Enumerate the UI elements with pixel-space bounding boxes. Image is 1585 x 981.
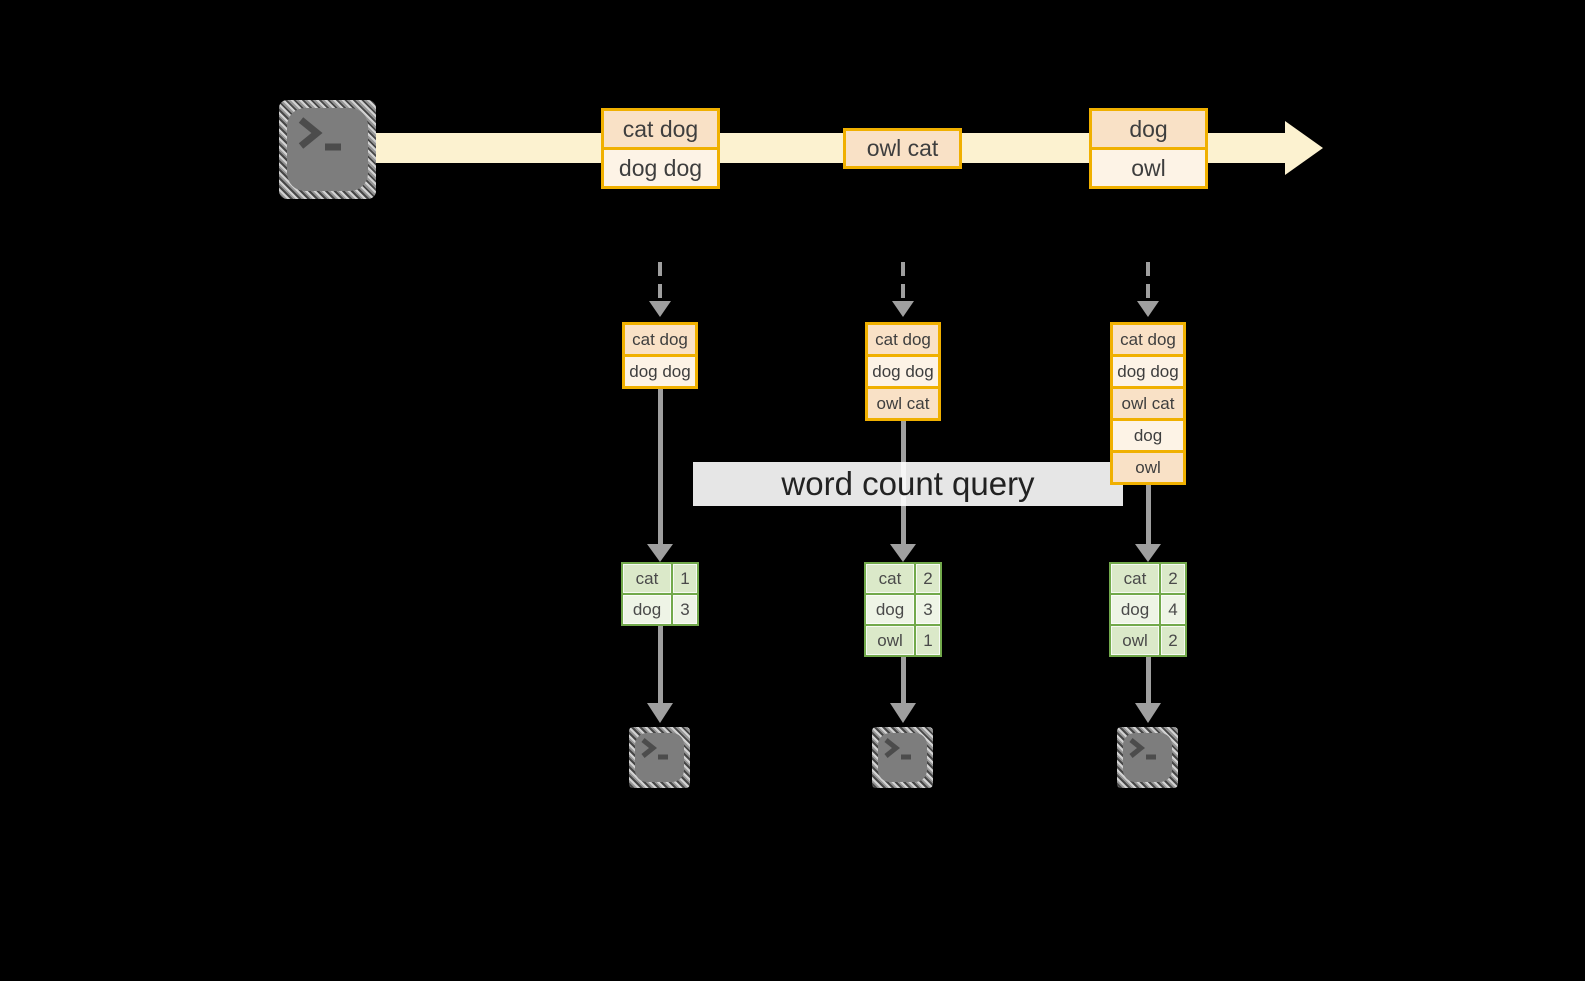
dashed-arrow-3 — [1146, 262, 1150, 300]
arrow-line — [1146, 657, 1151, 703]
dashed-arrowhead-icon — [649, 301, 671, 317]
stream-event-row: dog — [1092, 111, 1205, 147]
count-cell: 2 — [916, 564, 940, 593]
arrowhead-icon — [890, 703, 916, 723]
count-cell: 2 — [1161, 564, 1185, 593]
batch-row: dog — [1113, 418, 1183, 450]
stream-event-row: owl cat — [846, 131, 959, 166]
stream-event-row: cat dog — [604, 111, 717, 147]
stream-event-stack-3: dog owl — [1089, 108, 1208, 189]
arrow-line — [658, 626, 663, 703]
batch-row: dog dog — [625, 354, 695, 386]
batch-row: owl cat — [868, 386, 938, 418]
stream-event-stack-2: owl cat — [843, 128, 962, 169]
batch-row: cat dog — [625, 325, 695, 354]
micro-batch-stack-3: cat dog dog dog owl cat dog owl — [1110, 322, 1186, 485]
word-count-query-label: word count query — [693, 462, 1123, 506]
word-cell: dog — [1111, 595, 1159, 624]
count-cell: 3 — [673, 595, 697, 624]
batch-row: owl cat — [1113, 386, 1183, 418]
result-table-3: cat 2 dog 4 owl 2 — [1109, 562, 1187, 657]
stream-event-row: owl — [1092, 147, 1205, 186]
word-cell: owl — [866, 626, 914, 655]
terminal-sink-icon-3 — [1117, 727, 1178, 788]
terminal-sink-icon-2 — [872, 727, 933, 788]
batch-row: dog dog — [1113, 354, 1183, 386]
arrowhead-icon — [1135, 544, 1161, 562]
arrow-line — [658, 386, 663, 544]
prompt-icon — [1129, 738, 1156, 760]
stream-event-stack-1: cat dog dog dog — [601, 108, 720, 189]
dashed-arrowhead-icon — [1137, 301, 1159, 317]
arrowhead-icon — [647, 544, 673, 562]
stream-event-row: dog dog — [604, 147, 717, 186]
word-cell: cat — [866, 564, 914, 593]
word-cell: dog — [866, 595, 914, 624]
count-cell: 2 — [1161, 626, 1185, 655]
count-cell: 1 — [673, 564, 697, 593]
word-cell: cat — [623, 564, 671, 593]
terminal-sink-icon-1 — [629, 727, 690, 788]
batch-row: cat dog — [1113, 325, 1183, 354]
micro-batch-stack-2: cat dog dog dog owl cat — [865, 322, 941, 421]
dashed-arrow-2 — [901, 262, 905, 300]
dashed-arrowhead-icon — [892, 301, 914, 317]
word-cell: owl — [1111, 626, 1159, 655]
arrow-line — [1146, 482, 1151, 544]
count-cell: 3 — [916, 595, 940, 624]
arrowhead-icon — [647, 703, 673, 723]
arrowhead-icon — [890, 544, 916, 562]
arrow-line — [901, 657, 906, 703]
prompt-icon — [884, 738, 911, 760]
word-cell: cat — [1111, 564, 1159, 593]
micro-batch-stack-1: cat dog dog dog — [622, 322, 698, 389]
stream-arrowhead-icon — [1285, 121, 1323, 175]
terminal-source-icon — [279, 100, 376, 199]
dashed-arrow-1 — [658, 262, 662, 300]
batch-row: owl — [1113, 450, 1183, 482]
prompt-icon — [641, 738, 668, 760]
count-cell: 1 — [916, 626, 940, 655]
result-table-2: cat 2 dog 3 owl 1 — [864, 562, 942, 657]
batch-row: cat dog — [868, 325, 938, 354]
arrowhead-icon — [1135, 703, 1161, 723]
prompt-icon — [298, 117, 341, 151]
word-cell: dog — [623, 595, 671, 624]
batch-row: dog dog — [868, 354, 938, 386]
result-table-1: cat 1 dog 3 — [621, 562, 699, 626]
count-cell: 4 — [1161, 595, 1185, 624]
